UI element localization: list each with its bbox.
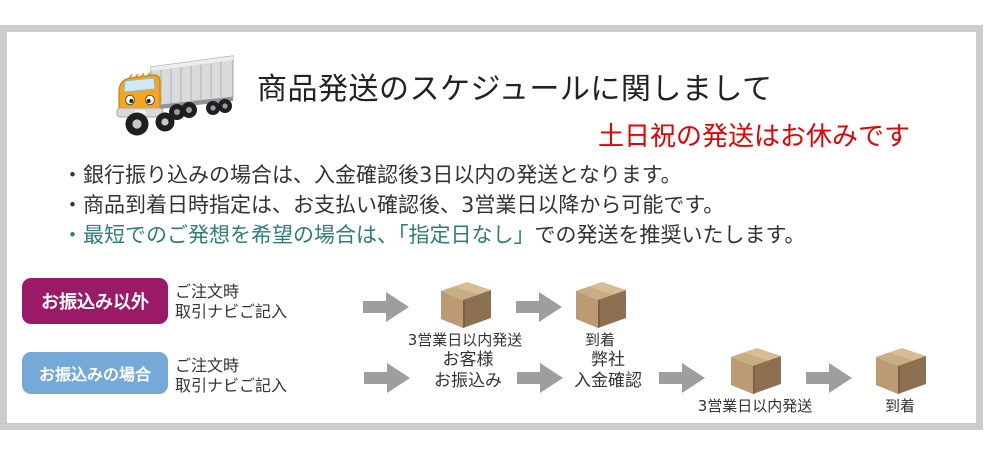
content-frame: 商品発送のスケジュールに関しまして 土日祝の発送はお休みです ・銀行振り込みの場… <box>0 25 983 430</box>
package-box-icon <box>725 344 785 394</box>
shipping-notes: ・銀行振り込みの場合は、入金確認後3日以内の発送となります。 ・商品到着日時指定… <box>62 160 805 250</box>
note-bank-transfer: ・銀行振り込みの場合は、入金確認後3日以内の発送となります。 <box>62 163 682 187</box>
flow-step-arrival-row2: 到着 <box>860 344 940 416</box>
flow-step-ship-row2: 3営業日以内発送 <box>680 344 830 416</box>
note-fastest-shipping: ・最短でのご発想を希望の場合は、「指定日なし」での発送を推奨いたします。 <box>62 220 805 250</box>
note-line: 取引ナビご記入 <box>175 302 288 321</box>
order-note-row2: ご注文時 取引ナビご記入 <box>175 356 287 396</box>
package-box-icon <box>870 344 930 394</box>
package-box-icon <box>570 278 630 328</box>
badge-bank-transfer: お振込みの場合 <box>22 352 168 394</box>
flow-arrow-icon <box>805 362 853 394</box>
flow-arrow-icon <box>515 291 563 323</box>
step-line: 弊社 <box>591 350 625 370</box>
step-label: 到着 <box>884 397 915 415</box>
step-label: 3営業日以内発送 <box>697 397 813 415</box>
note-line: ご注文時 <box>175 356 240 375</box>
note-arrival-date: ・商品到着日時指定は、お支払い確認後、3営業日以降から可能です。 <box>62 193 725 217</box>
step-line: 入金確認 <box>574 371 642 391</box>
delivery-truck-icon <box>116 55 234 136</box>
note-rest: での発送を推奨いたします。 <box>534 223 806 247</box>
page-title: 商品発送のスケジュールに関しまして <box>257 72 773 107</box>
flow-step-customer-payment: お客様 お振込み <box>398 350 538 392</box>
note-line: 取引ナビご記入 <box>175 376 288 395</box>
step-label: 3営業日以内発送 <box>407 331 523 349</box>
holiday-notice: 土日祝の発送はお休みです <box>598 122 911 152</box>
step-line: お振込み <box>434 371 502 391</box>
flow-step-payment-confirmation: 弊社 入金確認 <box>538 350 678 392</box>
flow-step-arrival-row1: 到着 <box>560 278 640 350</box>
note-line: ご注文時 <box>175 282 240 301</box>
order-note-row1: ご注文時 取引ナビご記入 <box>175 282 287 322</box>
badge-non-bank-transfer: お振込み以外 <box>22 278 168 324</box>
step-line: お客様 <box>442 350 494 370</box>
flow-step-ship-row1: 3営業日以内発送 <box>390 278 540 350</box>
step-label: 到着 <box>584 331 615 349</box>
package-box-icon <box>435 278 495 328</box>
note-highlight: ・最短でのご発想を希望の場合は、「指定日なし」 <box>62 223 535 247</box>
